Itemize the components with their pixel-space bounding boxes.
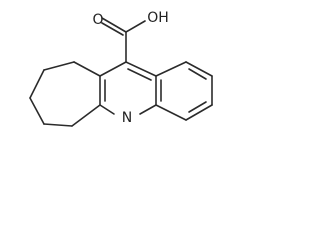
- hydroxyl-label: OH: [147, 10, 169, 26]
- benzene-ring: [155, 61, 213, 121]
- structure-drawing: O OH N: [29, 10, 213, 127]
- carboxylic-acid-group: [101, 17, 146, 63]
- nitrogen-label: N: [122, 110, 132, 126]
- carbonyl-oxygen-label: O: [92, 12, 103, 28]
- pyridine-ring: [99, 61, 157, 115]
- cycloheptane-ring: [29, 61, 101, 127]
- chemical-structure: O OH N: [0, 0, 234, 158]
